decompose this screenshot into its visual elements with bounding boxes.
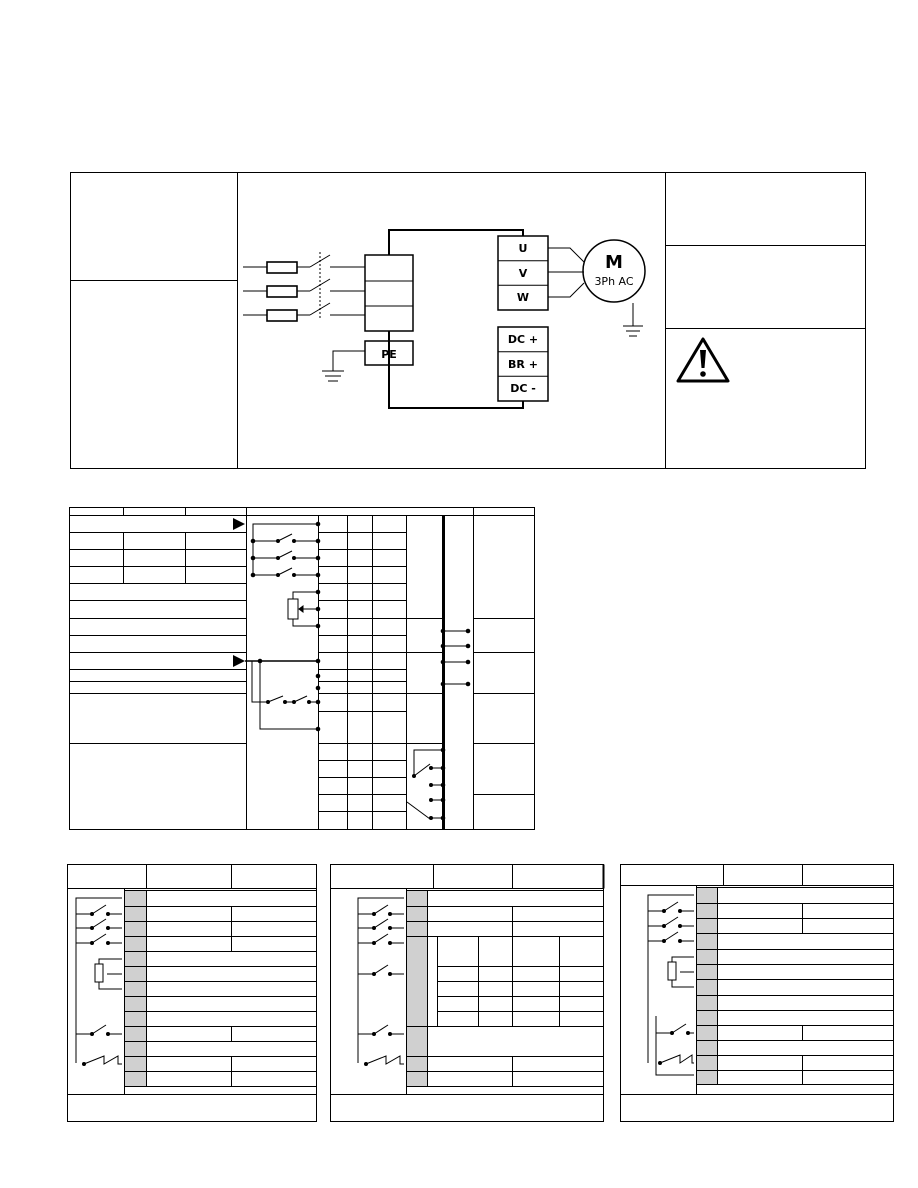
motor-ground-icon xyxy=(623,303,643,337)
control-wiring xyxy=(233,516,468,829)
input-terminal-block xyxy=(364,254,414,332)
output-terminal-block: U V W xyxy=(497,235,549,311)
terminal-w-label: W xyxy=(517,291,529,304)
potentiometer-icon xyxy=(667,961,677,981)
potentiometer-icon xyxy=(287,598,299,620)
isolator-switch-icon xyxy=(309,252,331,320)
dc-terminal-block: DC + BR + DC - xyxy=(497,326,549,402)
switch-dots xyxy=(658,909,690,1065)
arrow-marker-icon xyxy=(233,518,245,530)
wiring-example-table-2 xyxy=(330,864,605,1122)
terminal-u-label: U xyxy=(519,242,528,255)
arrow-marker-icon xyxy=(233,655,245,667)
fuse-icons xyxy=(266,261,298,322)
terminal-br-plus-label: BR + xyxy=(508,358,538,371)
wiring-example-table-1 xyxy=(67,864,331,1122)
motor-type: 3Ph AC xyxy=(594,275,633,288)
terminal-dc-plus-label: DC + xyxy=(508,333,538,346)
pe-terminal-label: PE xyxy=(381,348,397,361)
wiring-example-table-3 xyxy=(620,864,894,1122)
switch-icons xyxy=(75,897,122,1065)
pe-terminal: PE xyxy=(364,340,414,366)
ground-symbol-icon xyxy=(322,350,365,382)
motor-connection-lines xyxy=(548,247,585,298)
supply-lines xyxy=(243,266,365,316)
switch-icons xyxy=(647,894,694,1076)
power-wiring-table xyxy=(70,172,866,469)
potentiometer-icon xyxy=(94,963,104,983)
terminal-v-label: V xyxy=(519,267,528,280)
switch-dots xyxy=(364,912,392,1066)
warning-triangle-icon xyxy=(676,337,730,383)
switch-icons xyxy=(357,897,404,1065)
switch-dots xyxy=(82,912,110,1066)
inverter-outline xyxy=(388,229,524,409)
terminal-dc-minus-label: DC - xyxy=(510,382,536,395)
motor-letter: M xyxy=(605,252,623,273)
motor-icon: M 3Ph AC xyxy=(582,239,646,303)
control-terminal-table xyxy=(69,507,535,830)
terminal-dots xyxy=(250,521,471,821)
